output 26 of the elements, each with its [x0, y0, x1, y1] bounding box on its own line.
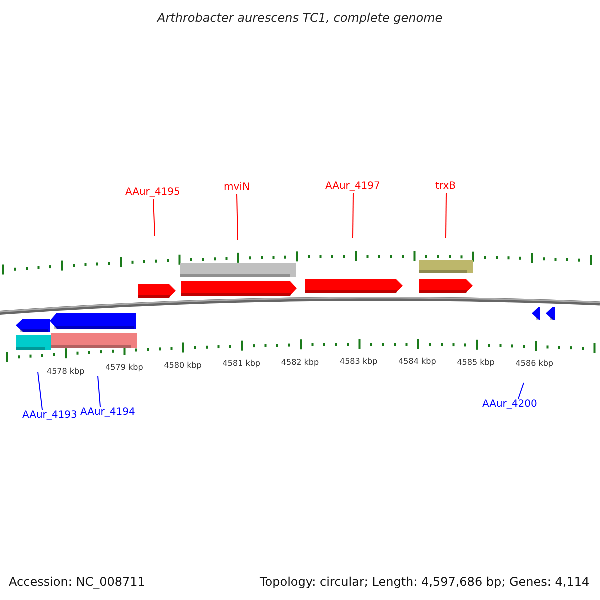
gene-label: AAur_4200: [482, 400, 538, 410]
scale-label: 4578 kbp: [47, 368, 85, 376]
footer-note: Topology: circular; Length: 4,597,686 bp; Genes: 4,114: [260, 576, 590, 588]
gene-label: AAur_4194: [80, 408, 136, 418]
leader-line: [236, 194, 238, 240]
gene-label: mviN: [224, 183, 250, 193]
diagram-title: Arthrobacter aurescens TC1, complete genome: [158, 12, 443, 24]
leader-line: [38, 372, 43, 410]
scale-label: 4583 kbp: [340, 358, 378, 366]
scale-label: 4580 kbp: [164, 362, 202, 370]
gene-label: AAur_4193: [22, 411, 78, 421]
leader-line: [352, 192, 354, 238]
gene-label: trxB: [436, 182, 456, 192]
leader-line: [518, 382, 524, 400]
scale-label: 4579 kbp: [106, 364, 144, 372]
gene-label: AAur_4197: [326, 182, 380, 192]
gene-label: AAur_4195: [126, 188, 180, 198]
leader-line: [153, 198, 156, 236]
scale-label: 4582 kbp: [281, 358, 320, 367]
leader-line: [446, 192, 447, 238]
leader-line: [98, 376, 101, 408]
scale-label: 4581 kbp: [222, 360, 260, 368]
scale-label: 4586 kbp: [516, 360, 554, 368]
footer-note: Accession: NC_008711: [9, 576, 146, 588]
scale-label: 4584 kbp: [398, 358, 436, 366]
scale-label: 4585 kbp: [457, 358, 495, 367]
